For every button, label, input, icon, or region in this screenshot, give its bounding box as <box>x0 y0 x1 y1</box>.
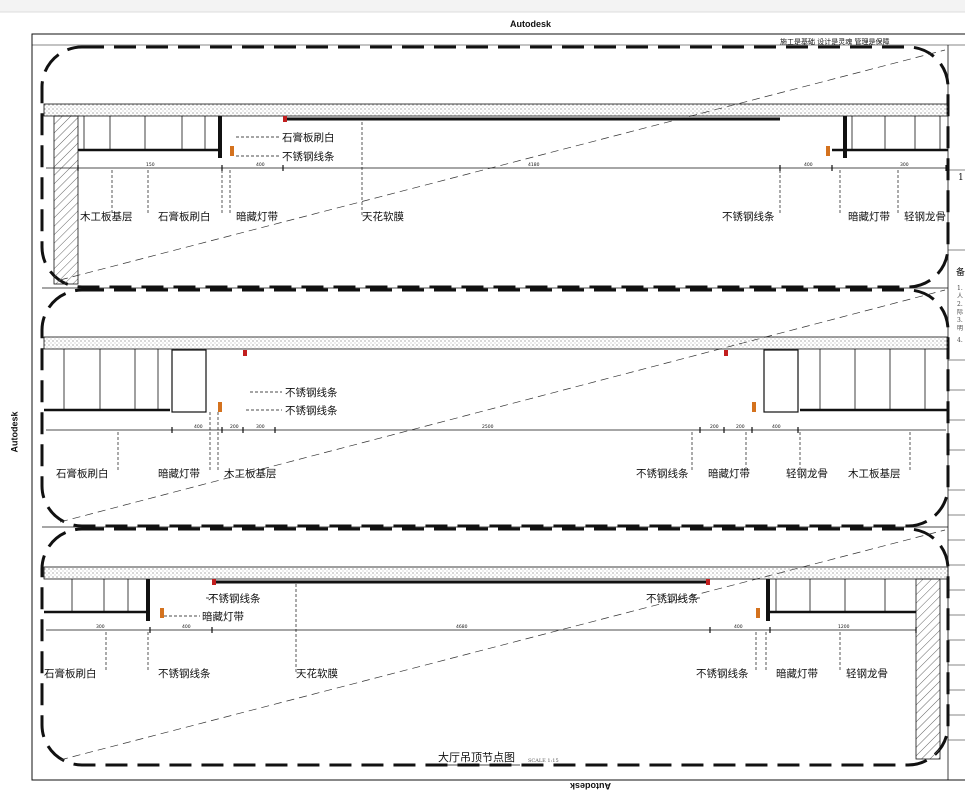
section-1: 150 400 4180 400 300 石膏板刷白 不锈钢线条 木工板基层 石… <box>43 103 949 285</box>
viewer-toolbar <box>0 0 965 12</box>
label-2-4: 暗藏灯带 <box>158 467 200 480</box>
label-3-2: 暗藏灯带 <box>202 610 244 623</box>
title-block-panel: 备 1. 人 2. 际 3. 明 4. 1 <box>948 169 965 741</box>
dim-1-3: 4180 <box>528 162 540 168</box>
label-3-3: 不锈钢线条 <box>646 592 699 605</box>
led-strip-1b <box>826 146 830 156</box>
slab-3 <box>43 566 949 580</box>
note-line-2: 人 <box>957 293 963 300</box>
dim-2-6: 200 <box>736 424 745 430</box>
led-strip-3a <box>160 608 164 618</box>
label-2-2: 不锈钢线条 <box>285 404 338 417</box>
diagonal-guides <box>59 49 946 761</box>
dim-2-1: 400 <box>194 424 203 430</box>
note-line-1: 1. <box>957 285 963 292</box>
slogan-text: 施工是基础 设计是灵魂 管理是保障 <box>780 38 890 46</box>
dim-3-1: 300 <box>96 624 105 630</box>
label-3-6: 天花软膜 <box>296 667 338 680</box>
dim-3-2: 400 <box>182 624 191 630</box>
scale-text: SCALE 1:15 <box>528 758 559 764</box>
label-3-8: 暗藏灯带 <box>776 667 818 680</box>
note-line-5: 3. <box>957 317 963 324</box>
label-1-4: 石膏板刷白 <box>158 210 211 223</box>
label-2-3: 石膏板刷白 <box>56 467 109 480</box>
note-line-6: 明 <box>957 325 963 332</box>
label-1-7: 不锈钢线条 <box>722 210 775 223</box>
label-1-6: 天花软膜 <box>362 210 404 223</box>
wall-left-1 <box>53 115 79 285</box>
wood-box-2a <box>171 349 207 413</box>
dim-3-3: 4680 <box>456 624 468 630</box>
label-2-9: 木工板基层 <box>848 467 901 480</box>
section-3: 300 400 4680 400 1200 不锈钢线条 暗藏灯带 不锈钢线条 石… <box>43 566 949 760</box>
wood-box-2b <box>763 349 799 413</box>
label-1-2: 不锈钢线条 <box>282 150 335 163</box>
label-3-9: 轻钢龙骨 <box>846 667 888 680</box>
note-line-4: 际 <box>957 308 963 316</box>
dim-1-2: 400 <box>256 162 265 168</box>
note-line-7: 4. <box>957 337 963 344</box>
wall-right-3 <box>915 578 941 760</box>
panel-mark: 1 <box>958 173 964 183</box>
dim-2-4: 2500 <box>482 424 494 430</box>
dim-3-5: 1200 <box>838 624 850 630</box>
drawing-title: 大厅吊顶节点图 <box>438 750 515 764</box>
led-strip-3b <box>756 608 760 618</box>
note-line-3: 2. <box>957 301 963 308</box>
dashed-viewport-frames <box>40 45 950 767</box>
dim-1-5: 300 <box>900 162 909 168</box>
label-3-5: 不锈钢线条 <box>158 667 211 680</box>
note-heading: 备 <box>956 266 965 278</box>
label-1-5: 暗藏灯带 <box>236 210 278 223</box>
label-1-8: 暗藏灯带 <box>848 210 890 223</box>
label-1-1: 石膏板刷白 <box>282 131 335 144</box>
label-2-6: 不锈钢线条 <box>636 467 689 480</box>
dim-2-7: 400 <box>772 424 781 430</box>
label-1-9: 轻钢龙骨 <box>904 210 946 223</box>
slab-2 <box>43 336 949 350</box>
label-2-7: 暗藏灯带 <box>708 467 750 480</box>
label-2-5: 木工板基层 <box>224 467 277 480</box>
dim-2-5: 200 <box>710 424 719 430</box>
watermark-top: Autodesk <box>510 19 552 29</box>
dim-3-4: 400 <box>734 624 743 630</box>
led-strip-2a <box>218 402 222 412</box>
section-2: 400 200 300 2500 200 200 400 不锈钢线条 不锈钢线条… <box>43 336 949 480</box>
dim-2-3: 300 <box>256 424 265 430</box>
label-3-1: 不锈钢线条 <box>208 592 261 605</box>
dim-1-4: 400 <box>804 162 813 168</box>
label-2-8: 轻钢龙骨 <box>786 467 828 480</box>
label-3-4: 石膏板刷白 <box>44 667 97 680</box>
label-1-3: 木工板基层 <box>80 210 133 223</box>
led-strip-1a <box>230 146 234 156</box>
label-2-1: 不锈钢线条 <box>285 386 338 399</box>
sheet-frame <box>31 33 965 781</box>
label-3-7: 不锈钢线条 <box>696 667 749 680</box>
dim-2-2: 200 <box>230 424 239 430</box>
led-strip-2b <box>752 402 756 412</box>
dim-1-1: 150 <box>146 162 155 168</box>
slab-1 <box>43 103 949 117</box>
